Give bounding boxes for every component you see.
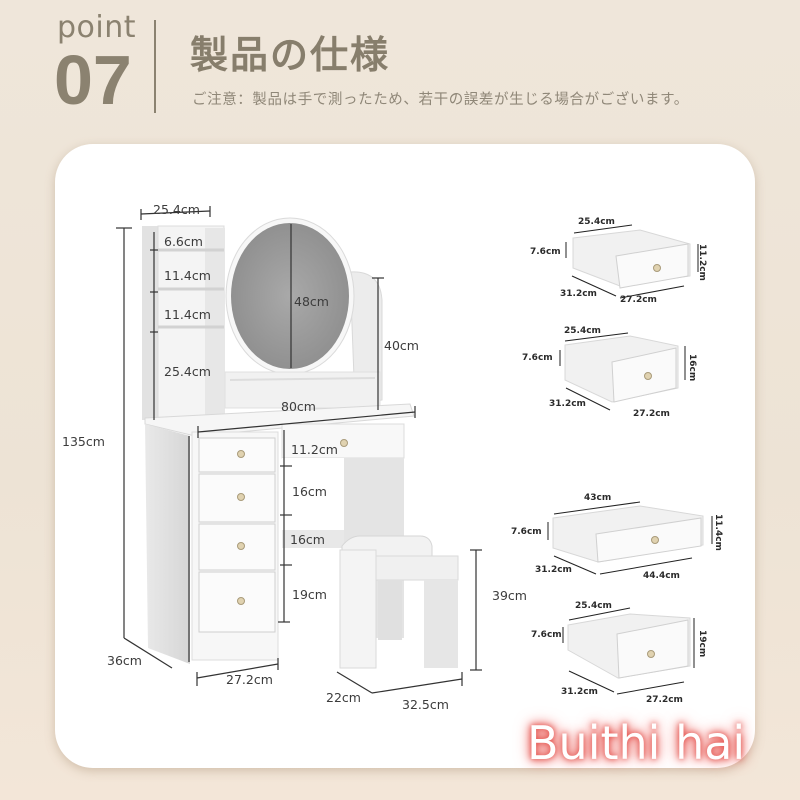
point-label: point — [57, 10, 137, 45]
watermark-text: Buithi hai — [527, 716, 746, 770]
drawer-3-top-width: 43cm — [584, 493, 611, 503]
measurement-note: ご注意：製品は手で測ったため、若干の誤差が生じる場合がございます。 — [192, 92, 689, 108]
drawer-3-front-height: 11.4cm — [713, 514, 723, 551]
desk-width-label: 80cm — [281, 399, 316, 414]
cabinet-width-label: 27.2cm — [226, 672, 273, 687]
shelf-height-label-3: 11.4cm — [164, 307, 211, 322]
mirror-height-label: 48cm — [294, 294, 329, 309]
drawer-2-top-width: 25.4cm — [564, 326, 601, 336]
drawer-1-front-height: 11.2cm — [697, 244, 707, 281]
vanity-illustration — [142, 217, 459, 669]
shelf-height-label-4: 25.4cm — [164, 364, 211, 379]
main-dimension-lines — [116, 206, 482, 694]
stool-height-label: 39cm — [492, 588, 527, 603]
drawer-1-front-width: 27.2cm — [620, 295, 657, 305]
drawer-4-depth: 31.2cm — [561, 687, 598, 697]
drawer-detail-4: 25.4cm 7.6cm 19cm 31.2cm 27.2cm — [531, 601, 707, 705]
shelf-width-label: 25.4cm — [153, 202, 200, 217]
drawer-4-side-height: 7.6cm — [531, 630, 562, 640]
drawer-4-front-height: 19cm — [697, 630, 707, 657]
stool-depth-label: 22cm — [326, 690, 361, 705]
depth-label: 36cm — [107, 653, 142, 668]
drawer-3-depth: 31.2cm — [535, 565, 572, 575]
drawer-4-top-width: 25.4cm — [575, 601, 612, 611]
drawer-2-front-width: 27.2cm — [633, 409, 670, 419]
drawer-3-side-height: 7.6cm — [511, 527, 542, 537]
drawer-2-front-height: 16cm — [687, 354, 697, 381]
total-height-label: 135cm — [62, 434, 105, 449]
header-divider — [154, 20, 156, 113]
drawer-1-side-height: 7.6cm — [530, 247, 561, 257]
drawer-1-depth: 31.2cm — [560, 289, 597, 299]
shelf-height-label-1: 6.6cm — [164, 234, 203, 249]
point-number: 07 — [54, 41, 132, 119]
drawer-detail-2: 25.4cm 7.6cm 16cm 31.2cm 27.2cm — [522, 326, 697, 419]
drawer-height-label-1: 11.2cm — [291, 442, 338, 457]
stool-width-label: 32.5cm — [402, 697, 449, 712]
drawer-4-front-width: 27.2cm — [646, 695, 683, 705]
mirror-frame-height-label: 40cm — [384, 338, 419, 353]
drawer-3-front-width: 44.4cm — [643, 571, 680, 581]
drawer-height-label-4: 19cm — [292, 587, 327, 602]
drawer-2-side-height: 7.6cm — [522, 353, 553, 363]
page-title: 製品の仕様 — [190, 33, 391, 77]
shelf-height-label-2: 11.4cm — [164, 268, 211, 283]
drawer-2-depth: 31.2cm — [549, 399, 586, 409]
drawer-height-label-3: 16cm — [290, 532, 325, 547]
drawer-detail-3: 43cm 7.6cm 11.4cm 31.2cm 44.4cm — [511, 493, 723, 581]
drawer-detail-1: 25.4cm 7.6cm 11.2cm 31.2cm 27.2cm — [530, 217, 707, 305]
drawer-height-label-2: 16cm — [292, 484, 327, 499]
drawer-1-top-width: 25.4cm — [578, 217, 615, 227]
